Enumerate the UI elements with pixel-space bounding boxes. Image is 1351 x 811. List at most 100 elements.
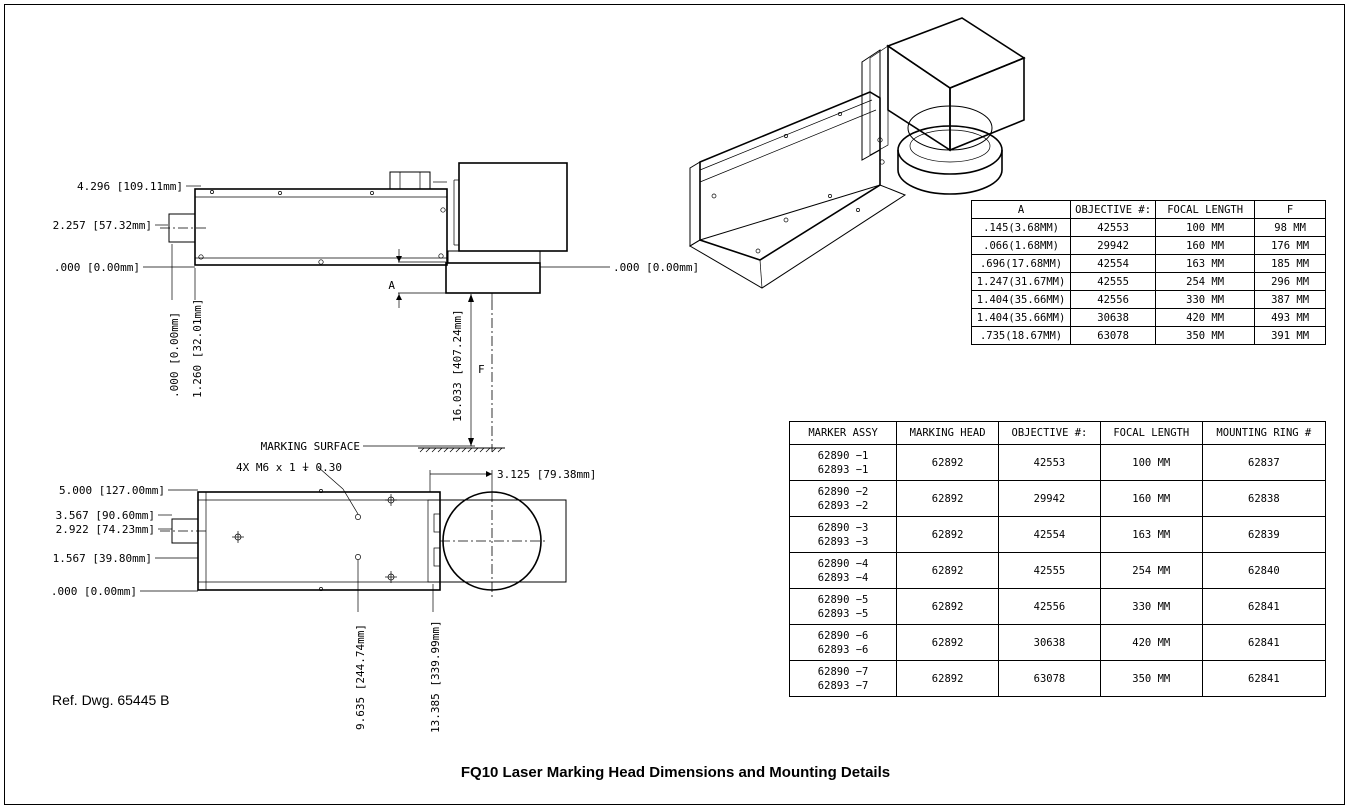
drawing-caption: FQ10 Laser Marking Head Dimensions and M… — [460, 764, 891, 781]
dim-13385: 13.385 [339.99mm] — [429, 620, 442, 733]
dim-9635: 9.635 [244.74mm] — [354, 624, 367, 730]
col-focal-length: FOCAL LENGTH — [1155, 200, 1256, 219]
cell-objective: 42554 — [1070, 254, 1157, 273]
isometric-view — [689, 17, 1026, 289]
cell-focal: 350 MM — [1099, 660, 1203, 697]
cell-mounting-ring: 62839 — [1201, 516, 1327, 553]
cell-focal: 330 MM — [1099, 588, 1203, 625]
cell-mounting-ring: 62841 — [1201, 624, 1327, 661]
label-a: A — [388, 279, 395, 292]
cell-marking-head: 62892 — [896, 588, 1000, 625]
side-scan-head — [458, 162, 568, 252]
cell-focal: 163 MM — [1099, 516, 1203, 553]
cell-mounting-ring: 62838 — [1201, 480, 1327, 517]
col-a: A — [970, 200, 1072, 219]
cell-f: 185 MM — [1254, 254, 1326, 273]
cell-a: 1.404(35.66MM) — [970, 308, 1072, 327]
dim-4296: 4.296 [109.11mm] — [77, 180, 183, 193]
cell-a: .735(18.67MM) — [970, 326, 1072, 345]
cell-a: 1.404(35.66MM) — [970, 290, 1072, 309]
dim-1567: 1.567 [39.80mm] — [53, 552, 152, 565]
dim-16033: 16.033 [407.24mm] — [451, 309, 464, 422]
cell-objective: 29942 — [998, 480, 1101, 517]
objective-table-header: A OBJECTIVE #: FOCAL LENGTH F — [970, 200, 1326, 219]
cell-f: 387 MM — [1254, 290, 1326, 309]
cell-focal: 420 MM — [1099, 624, 1203, 661]
dim-2922: 2.922 [74.23mm] — [56, 523, 155, 536]
marking-surface-label: MARKING SURFACE — [261, 440, 360, 453]
col-f: F — [1254, 200, 1326, 219]
cell-mounting-ring: 62841 — [1201, 588, 1327, 625]
dim-3567: 3.567 [90.60mm] — [56, 509, 155, 522]
cell-marking-head: 62892 — [896, 552, 1000, 589]
marking-surface-hatch — [419, 447, 503, 453]
side-body — [194, 188, 448, 266]
label-f: F — [478, 363, 485, 376]
cell-a: .066(1.68MM) — [970, 236, 1072, 255]
table-row: 1.404(35.66MM) 42556 330 MM 387 MM — [970, 290, 1326, 309]
cell-objective: 42556 — [1070, 290, 1157, 309]
cell-f: 176 MM — [1254, 236, 1326, 255]
assy-table-header: MARKER ASSY MARKING HEAD OBJECTIVE #: FO… — [788, 421, 1327, 445]
cell-focal: 160 MM — [1155, 236, 1256, 255]
cell-objective: 42554 — [998, 516, 1101, 553]
table-row: .066(1.68MM) 29942 160 MM 176 MM — [970, 236, 1326, 255]
cell-objective: 42555 — [1070, 272, 1157, 291]
cell-focal: 100 MM — [1099, 444, 1203, 481]
cell-focal: 163 MM — [1155, 254, 1256, 273]
cell-objective: 42553 — [1070, 218, 1157, 237]
cell-marking-head: 62892 — [896, 516, 1000, 553]
dim-side-zero-right: .000 [0.00mm] — [613, 261, 699, 274]
marker-assy-table: MARKER ASSY MARKING HEAD OBJECTIVE #: FO… — [788, 421, 1327, 697]
cell-focal: 160 MM — [1099, 480, 1203, 517]
top-body — [197, 491, 441, 591]
top-view: 4X M6 x 1 ⍖ 0.30 3.125 [79.38mm] 5.000 [… — [51, 461, 596, 733]
dim-1260: 1.260 [32.01mm] — [191, 299, 204, 398]
cell-marking-head: 62892 — [896, 480, 1000, 517]
table-row: 1.247(31.67MM) 42555 254 MM 296 MM — [970, 272, 1326, 291]
col-marker-assy: MARKER ASSY — [788, 421, 898, 445]
cell-objective: 29942 — [1070, 236, 1157, 255]
table-row: .696(17.68MM) 42554 163 MM 185 MM — [970, 254, 1326, 273]
cell-f: 391 MM — [1254, 326, 1326, 345]
cell-marking-head: 62892 — [896, 624, 1000, 661]
side-top-connector — [389, 171, 431, 190]
col-focal-length: FOCAL LENGTH — [1099, 421, 1203, 445]
cell-mounting-ring: 62840 — [1201, 552, 1327, 589]
cell-focal: 330 MM — [1155, 290, 1256, 309]
dim-side-zero-left: .000 [0.00mm] — [54, 261, 140, 274]
objective-table: A OBJECTIVE #: FOCAL LENGTH F .145(3.68M… — [970, 200, 1326, 345]
table-row: 1.404(35.66MM) 30638 420 MM 493 MM — [970, 308, 1326, 327]
cell-a: 1.247(31.67MM) — [970, 272, 1072, 291]
cell-focal: 254 MM — [1155, 272, 1256, 291]
col-mounting-ring: MOUNTING RING # — [1201, 421, 1327, 445]
cell-f: 493 MM — [1254, 308, 1326, 327]
col-marking-head: MARKING HEAD — [896, 421, 1000, 445]
dim-side-v-zero: .000 [0.00mm] — [168, 312, 181, 398]
cell-a: .696(17.68MM) — [970, 254, 1072, 273]
cell-a: .145(3.68MM) — [970, 218, 1072, 237]
cell-objective: 63078 — [998, 660, 1101, 697]
thread-note: 4X M6 x 1 ⍖ 0.30 — [236, 461, 342, 474]
side-view: 4.296 [109.11mm] 2.257 [57.32mm] .000 [0… — [53, 162, 699, 453]
table-row: .145(3.68MM) 42553 100 MM 98 MM — [970, 218, 1326, 237]
side-lens-upper — [447, 250, 541, 264]
cell-objective: 42556 — [998, 588, 1101, 625]
cell-focal: 420 MM — [1155, 308, 1256, 327]
ref-drawing-number: Ref. Dwg. 65445 B — [52, 692, 170, 708]
cell-objective: 30638 — [998, 624, 1101, 661]
dim-5000: 5.000 [127.00mm] — [59, 484, 165, 497]
cell-mounting-ring: 62841 — [1201, 660, 1327, 697]
cell-focal: 100 MM — [1155, 218, 1256, 237]
